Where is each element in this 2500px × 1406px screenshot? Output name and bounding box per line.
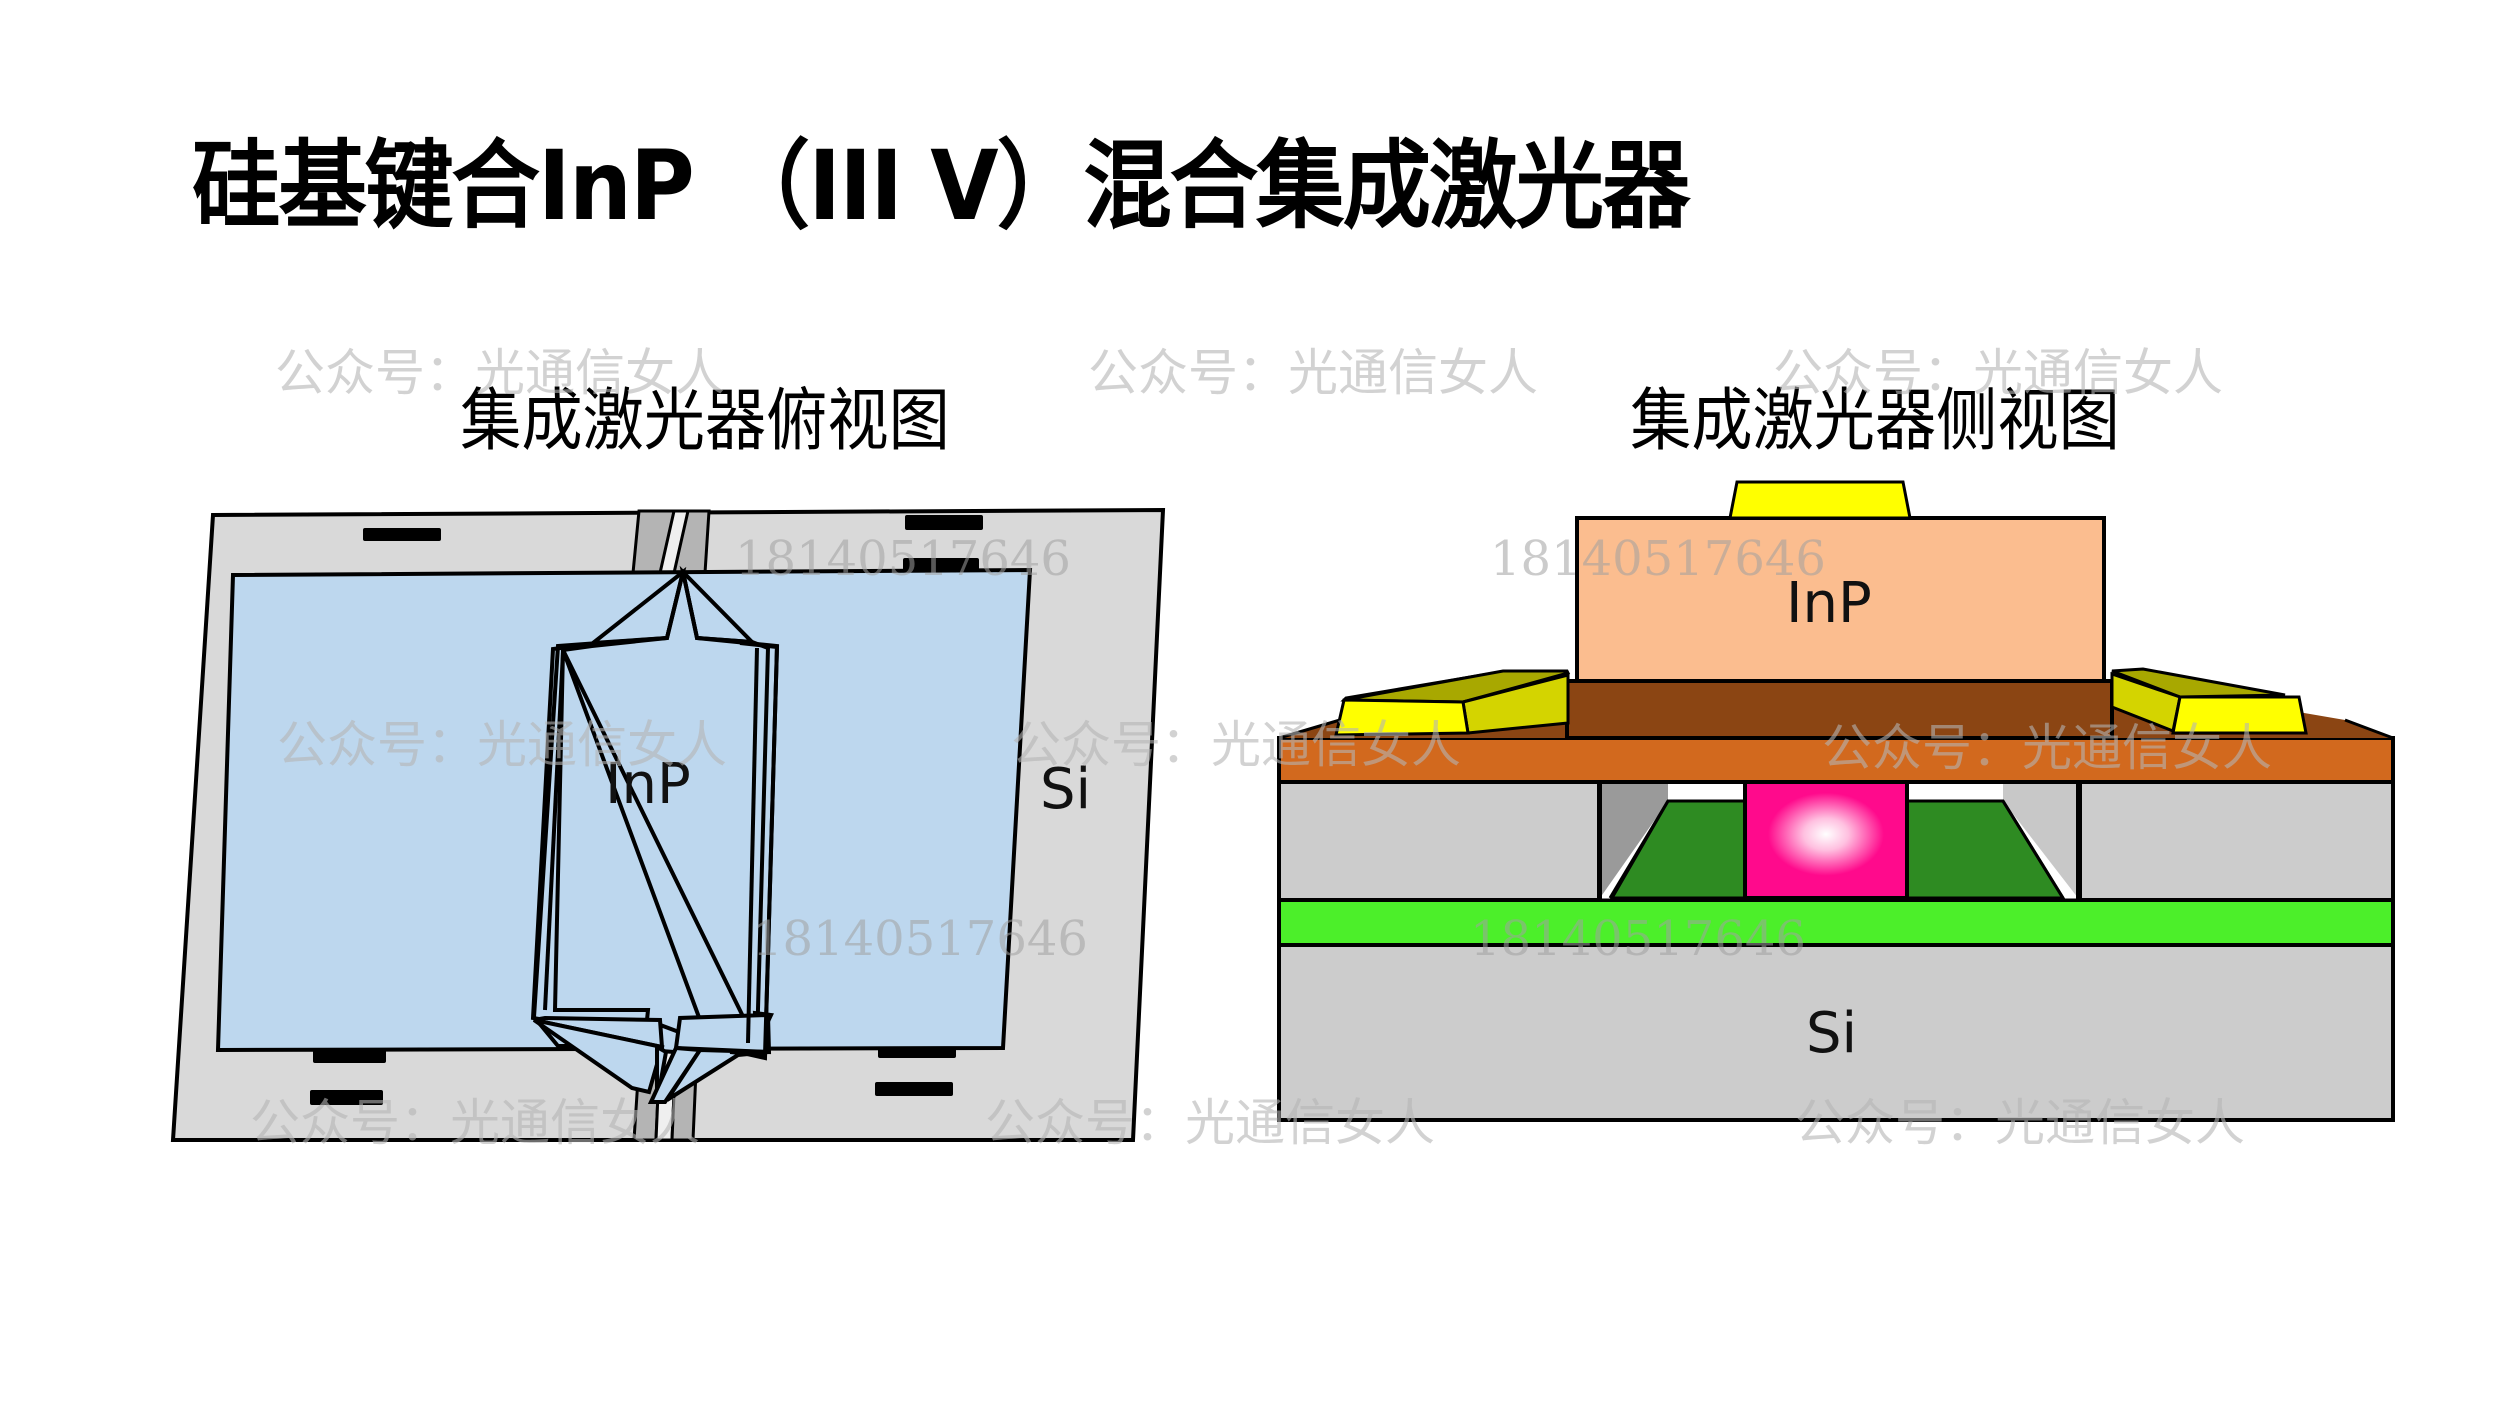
right-metal-contact [2110,667,2308,735]
input-waveguide [631,509,711,575]
n-contact-layer [1277,736,2395,784]
watermark-number: 18140517646 [1470,911,1806,967]
watermark-text: 公众号：光通信女人 [1822,719,2272,777]
inp-laser-top [531,565,780,1104]
contact-pad [905,515,983,530]
side-view-diagram: InP Si [1277,480,2395,1122]
side-view-subtitle: 集成激光器侧视图 [1630,382,2120,461]
watermark-number: 18140517646 [752,911,1088,967]
contact-pad [310,1090,383,1105]
watermark-text: 公众号：光通信女人 [1795,1094,2245,1152]
top-view-si-label: Si [1040,757,1091,822]
contact-pads [310,515,983,1105]
box-layer [1277,898,2395,947]
watermark-text: 公众号：光通信女人 [250,1094,700,1152]
watermark-text: 公众号：光通信女人 [275,344,725,402]
trench-wall-right [2003,782,2078,898]
inp-body-outline [530,641,780,1058]
watermark-text: 公众号：光通信女人 [1088,344,1538,402]
optical-mode [1743,780,1909,900]
watermark-number: 18140517646 [1490,531,1826,587]
left-metal-contact [1334,669,1571,737]
side-view-inp-label: InP [1786,571,1872,636]
inp-mesa [1575,516,2106,683]
watermark-number: 18140517646 [735,531,1071,587]
watermark-text: 公众号：光通信女人 [277,716,727,774]
top-view-subtitle: 集成激光器俯视图 [460,382,950,461]
top-view-diagram: InP Si [170,507,1166,1142]
contact-pad [363,528,441,541]
watermarks: 公众号：光通信女人 公众号：光通信女人 公众号：光通信女人 公众号：光通信女人 … [250,344,2272,1152]
contact-pad [313,1048,386,1063]
si-device-left [1277,780,1601,902]
watermark-text: 公众号：光通信女人 [1773,344,2223,402]
trench-wall-left [1600,782,1668,898]
watermark-text: 公众号：光通信女人 [1011,716,1461,774]
page-title: 硅基键合InP （III V）混合集成激光器 [192,130,1690,242]
contact-pad [875,1082,953,1096]
top-view-inp-label: InP [605,752,691,817]
si-device-right [2078,780,2395,902]
watermark-text: 公众号：光通信女人 [985,1094,1435,1152]
side-view-si-label: Si [1806,1001,1857,1066]
top-metal-contact [1728,480,1912,520]
